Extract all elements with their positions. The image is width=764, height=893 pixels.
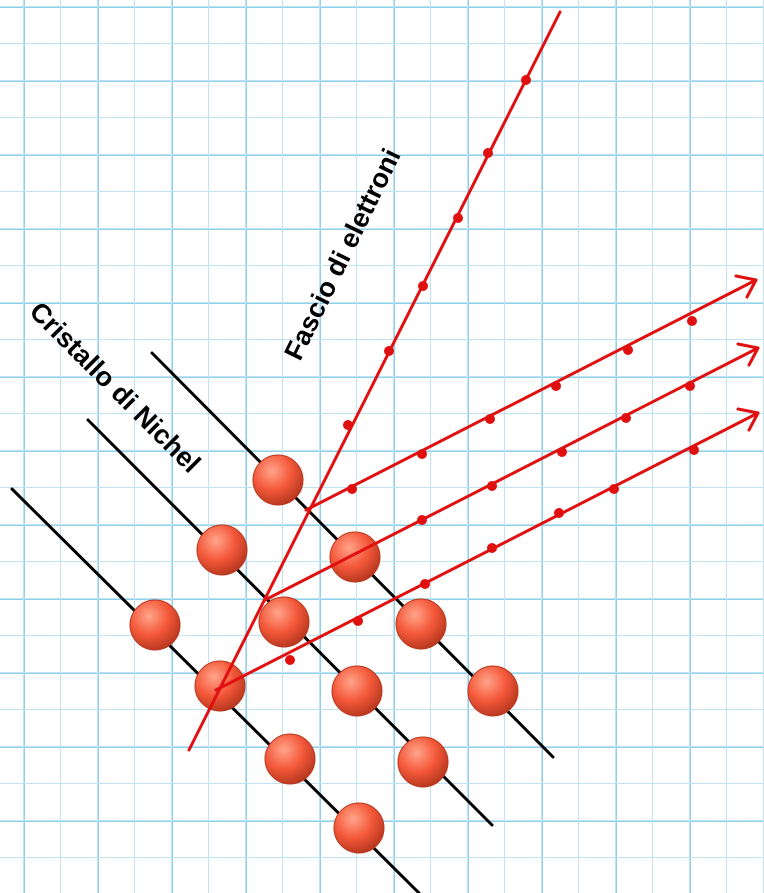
beam-dot bbox=[623, 345, 633, 355]
beam-dot bbox=[621, 413, 631, 423]
reflected-ray-line bbox=[263, 346, 760, 602]
incident-beam bbox=[187, 10, 562, 752]
nickel-atoms bbox=[129, 454, 519, 854]
reflected-rays bbox=[214, 274, 760, 692]
reflected-ray-line bbox=[214, 411, 760, 692]
incident-beam-dots bbox=[343, 75, 531, 430]
beam-dot bbox=[609, 484, 619, 494]
reflected-ray-3 bbox=[214, 407, 760, 692]
beam-dot bbox=[418, 281, 428, 291]
nickel-atom bbox=[252, 454, 304, 506]
beam-dot bbox=[554, 508, 564, 518]
beam-dot bbox=[487, 481, 497, 491]
nickel-atom bbox=[397, 736, 449, 788]
nickel-atom bbox=[329, 531, 381, 583]
reflected-ray-1 bbox=[304, 274, 758, 512]
beam-dot bbox=[687, 316, 697, 326]
nickel-atom bbox=[129, 599, 181, 651]
nickel-atom bbox=[258, 596, 310, 648]
beam-dot bbox=[689, 445, 699, 455]
arrowhead-icon bbox=[736, 407, 760, 432]
beam-label: Fascio di elettroni bbox=[278, 144, 406, 365]
nickel-atom bbox=[467, 665, 519, 717]
beam-dot bbox=[483, 148, 493, 158]
arrowhead-icon bbox=[736, 342, 760, 367]
beam-dot bbox=[557, 447, 567, 457]
beam-dot bbox=[285, 655, 295, 665]
beam-dot bbox=[485, 414, 495, 424]
beam-dot bbox=[420, 579, 430, 589]
reflected-ray-2 bbox=[263, 342, 760, 602]
beam-dot bbox=[453, 213, 463, 223]
nickel-atom bbox=[196, 524, 248, 576]
beam-dot bbox=[551, 381, 561, 391]
crystal-label: Cristallo di Nichel bbox=[24, 296, 206, 478]
nickel-atom bbox=[333, 802, 385, 854]
arrowhead-icon bbox=[734, 274, 758, 299]
nickel-atom bbox=[264, 733, 316, 785]
nickel-atom bbox=[395, 598, 447, 650]
beam-dot bbox=[384, 346, 394, 356]
beam-dot bbox=[487, 543, 497, 553]
nickel-atom bbox=[331, 665, 383, 717]
beam-dot bbox=[417, 449, 427, 459]
incident-beam-line bbox=[187, 10, 562, 752]
beam-dot bbox=[353, 616, 363, 626]
beam-dot bbox=[343, 420, 353, 430]
reflected-ray-line bbox=[304, 278, 758, 512]
beam-dot bbox=[521, 75, 531, 85]
beam-dot bbox=[347, 484, 357, 494]
beam-dot bbox=[685, 381, 695, 391]
beam-dot bbox=[417, 515, 427, 525]
